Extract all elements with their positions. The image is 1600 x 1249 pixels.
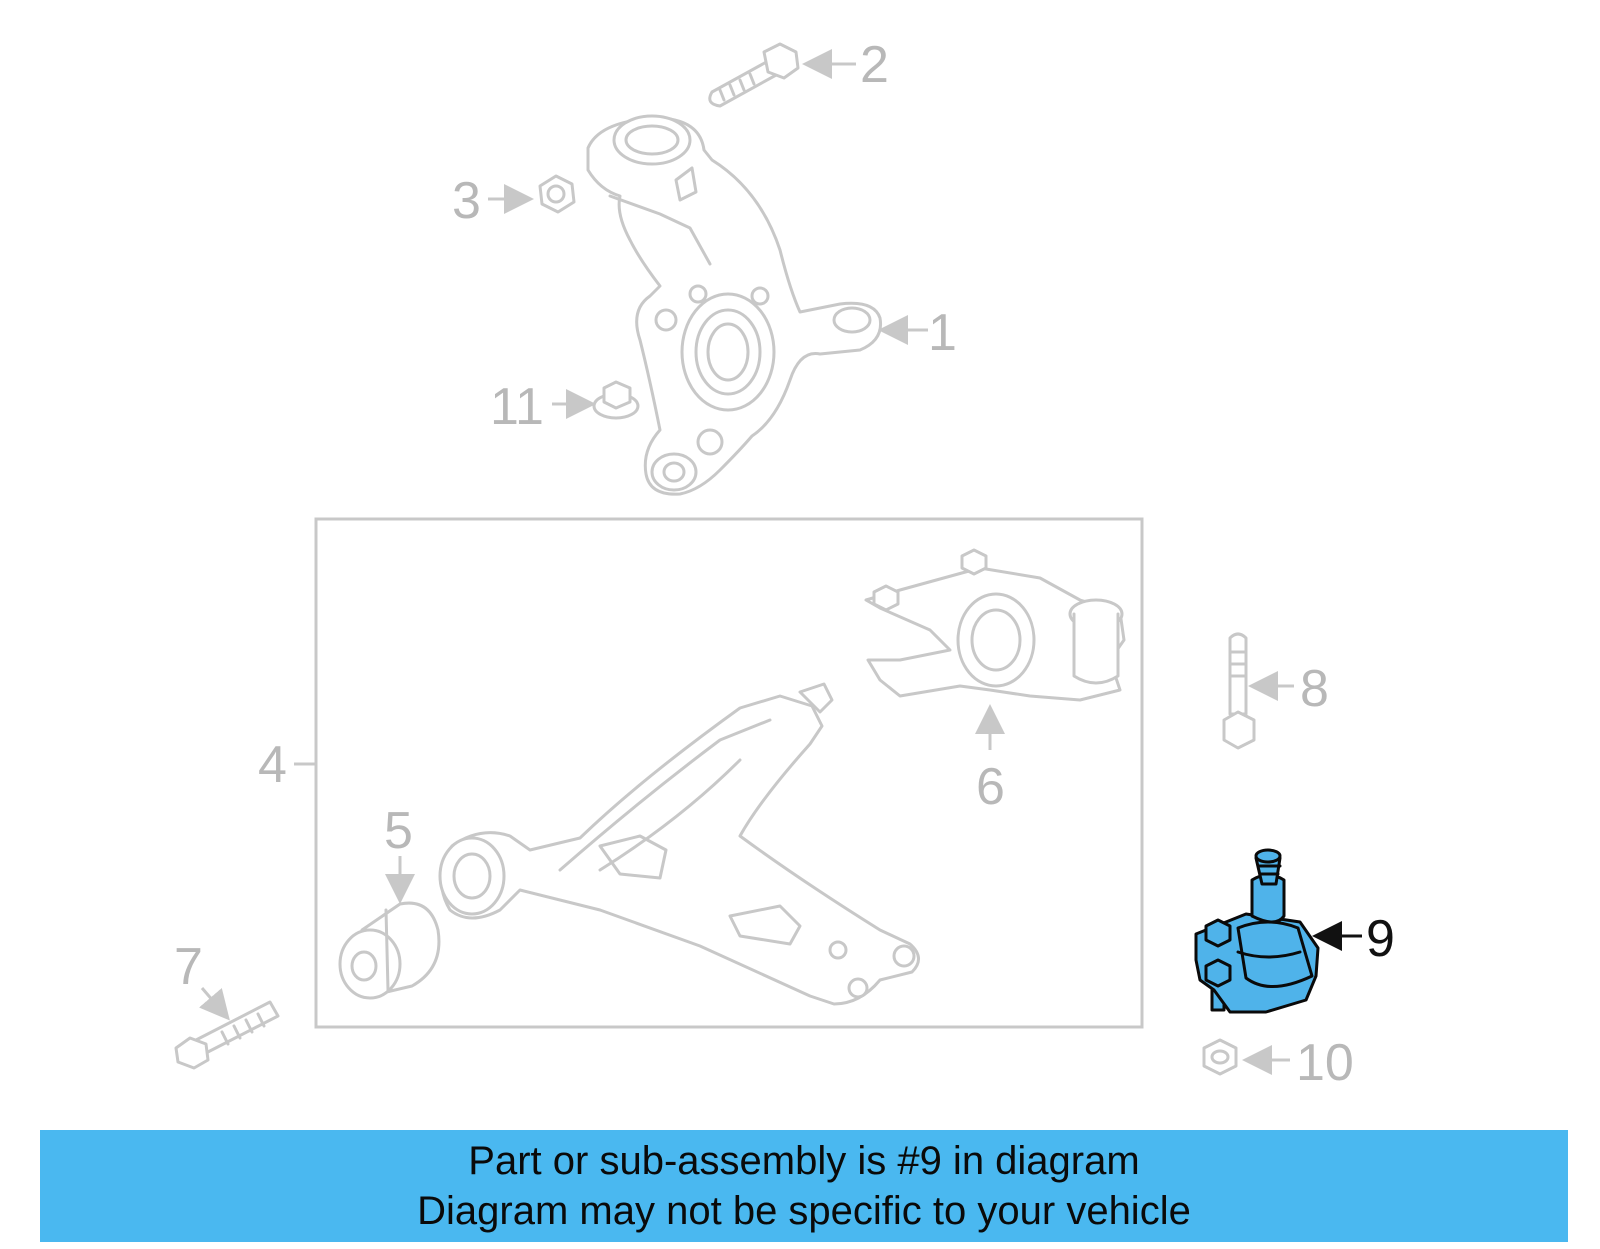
nut-part-3[interactable] [538, 174, 576, 214]
bushing-bracket-part-6[interactable] [864, 548, 1126, 702]
bushing-part-5[interactable] [338, 901, 441, 1000]
callout-3: 3 [452, 172, 481, 230]
callout-1: 1 [928, 304, 957, 362]
ball-joint-part-9[interactable] [1194, 848, 1320, 1014]
leader-7 [198, 987, 230, 1021]
callout-8: 8 [1300, 660, 1329, 718]
callout-11: 11 [490, 378, 544, 436]
assembly-box-part-4 [314, 517, 1144, 1029]
control-arm-part-4[interactable] [438, 682, 920, 1006]
banner-line-part-info: Part or sub-assembly is #9 in diagram [468, 1139, 1140, 1183]
bolt-part-8[interactable] [1222, 632, 1256, 750]
knuckle-part-1[interactable] [586, 114, 883, 496]
bolt-part-2[interactable] [708, 42, 800, 108]
callout-9: 9 [1366, 910, 1395, 968]
callout-2: 2 [860, 36, 889, 94]
callout-5: 5 [384, 802, 413, 860]
nut-part-10[interactable] [1202, 1038, 1238, 1076]
nut-part-11[interactable] [592, 380, 640, 420]
bolt-part-7[interactable] [174, 1000, 280, 1070]
callout-10: 10 [1296, 1034, 1354, 1092]
callout-6: 6 [976, 758, 1005, 816]
info-banner: Part or sub-assembly is #9 in diagram Di… [40, 1130, 1568, 1242]
banner-line-disclaimer: Diagram may not be specific to your vehi… [417, 1189, 1191, 1233]
callout-7: 7 [174, 938, 203, 996]
callout-4: 4 [258, 736, 287, 794]
